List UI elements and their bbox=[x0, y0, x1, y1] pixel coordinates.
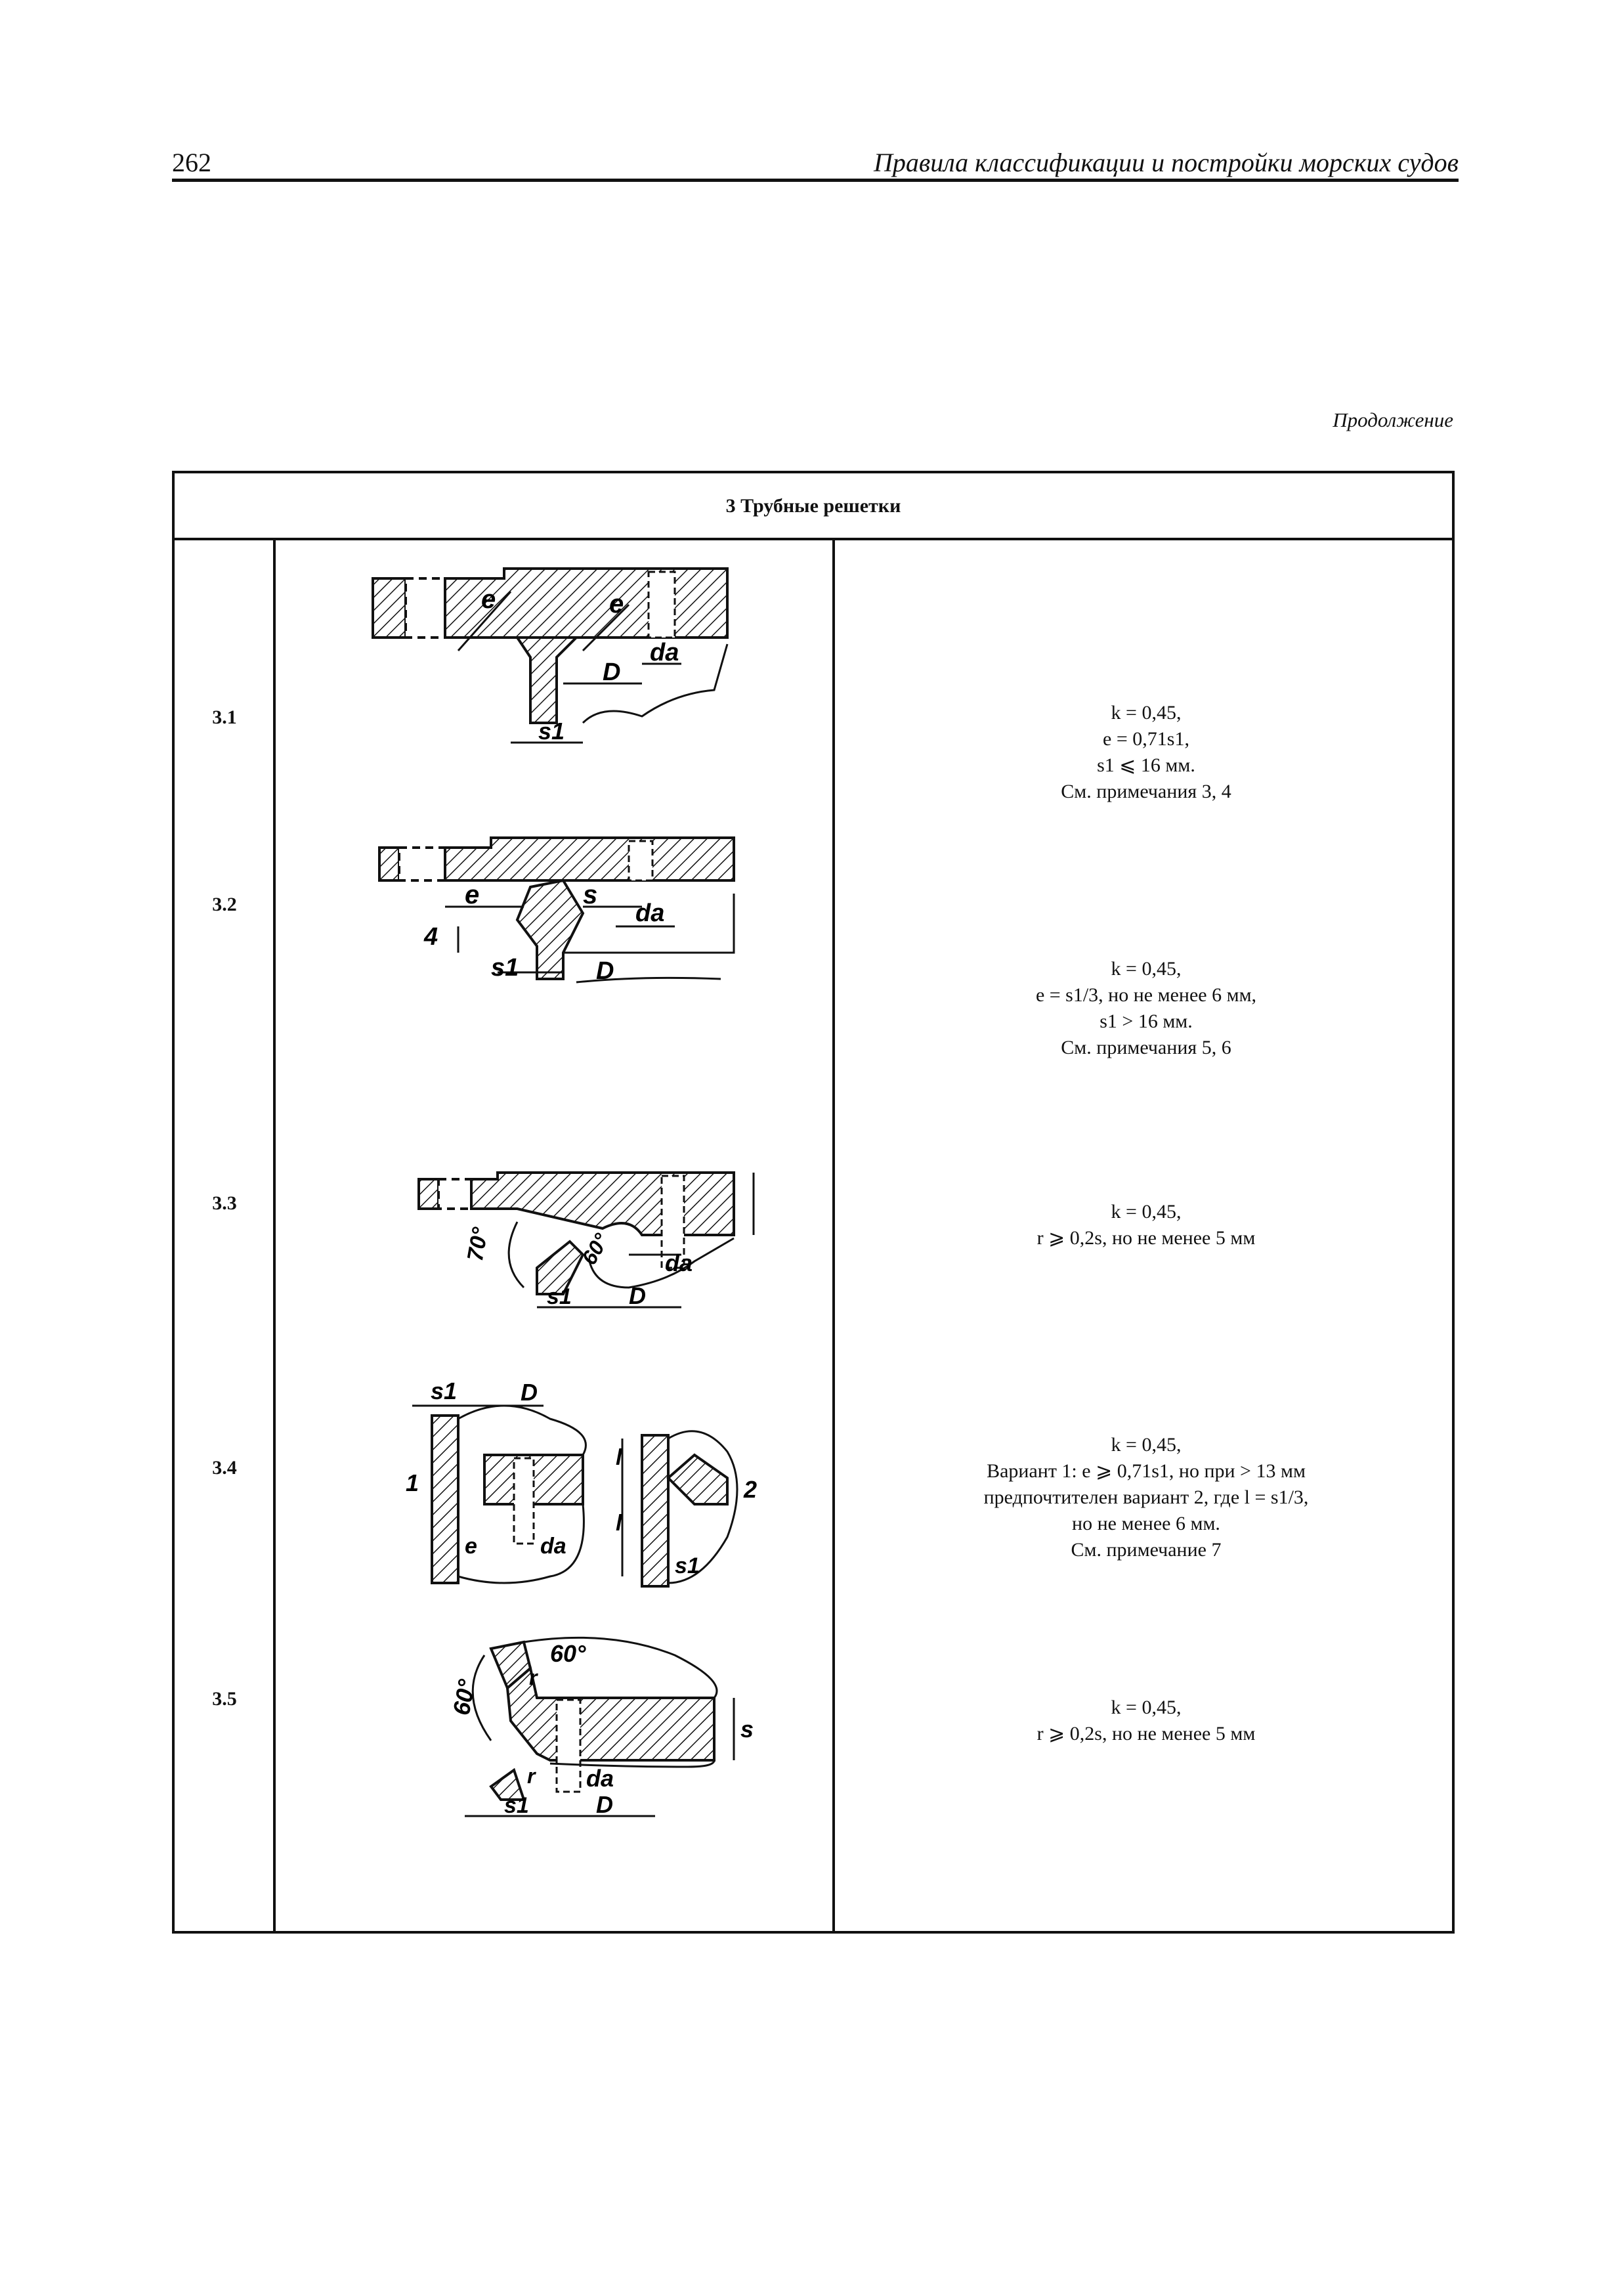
weld-sketch: e s da 4 s1 D bbox=[274, 815, 835, 1025]
requirements-table: 3 Трубные решетки 3.1 bbox=[172, 471, 1455, 1934]
running-title: Правила классификации и постройки морски… bbox=[873, 148, 1459, 177]
dim-label: e bbox=[481, 585, 496, 614]
dim-label: da bbox=[665, 1249, 693, 1276]
row-number: 3.3 bbox=[212, 1192, 237, 1214]
dim-label: l bbox=[616, 1445, 623, 1470]
requirement-line: k = 0,45, bbox=[1111, 958, 1182, 980]
page-number: 262 bbox=[172, 148, 211, 177]
weld-sketch: s 70° 60° da s1 D bbox=[274, 1156, 835, 1366]
dim-label: s1 bbox=[504, 1793, 529, 1818]
dim-label: D bbox=[521, 1379, 538, 1406]
requirement-line: e = 0,71s1, bbox=[1103, 728, 1189, 750]
dim-label: e bbox=[465, 880, 479, 909]
row-requirements: k = 0,45, r ⩾ 0,2s, но не менее 5 мм bbox=[838, 1199, 1455, 1251]
requirement-line: См. примечание 7 bbox=[1071, 1539, 1222, 1561]
dim-label: 60° bbox=[448, 1677, 480, 1717]
requirement-line: r ⩾ 0,2s, но не менее 5 мм bbox=[1036, 1723, 1256, 1744]
dim-label: s1 bbox=[431, 1379, 457, 1404]
weld-sketch: 60° r 60° s r da s1 D bbox=[274, 1622, 835, 1839]
dim-label: 4 bbox=[423, 923, 438, 951]
row-requirements: k = 0,45, r ⩾ 0,2s, но не менее 5 мм bbox=[838, 1695, 1455, 1747]
weld-sketch: s1 D 1 e da l l 2 s1 bbox=[274, 1379, 835, 1596]
table-title: 3 Трубные решетки bbox=[175, 473, 1452, 540]
requirement-line: k = 0,45, bbox=[1111, 1697, 1182, 1718]
row-number: 3.4 bbox=[212, 1457, 237, 1479]
continuation-label: Продолжение bbox=[1333, 408, 1453, 431]
weld-sketch: e e D da s1 bbox=[274, 552, 835, 762]
dim-label: s1 bbox=[491, 954, 519, 982]
dim-label: l bbox=[616, 1511, 623, 1536]
dim-label: D bbox=[629, 1282, 646, 1309]
requirement-line: предпочтителен вариант 2, где l = s1/3, bbox=[983, 1486, 1309, 1508]
dim-label: D bbox=[596, 1791, 613, 1818]
dim-label: 60° bbox=[550, 1640, 586, 1667]
row-requirements: k = 0,45, e = 0,71s1, s1 ⩽ 16 мм. См. пр… bbox=[838, 700, 1455, 805]
dim-label: s bbox=[740, 1716, 754, 1743]
dim-label: 2 bbox=[743, 1476, 757, 1503]
row-requirements: k = 0,45, Вариант 1: e ⩾ 0,71s1, но при … bbox=[838, 1432, 1455, 1563]
dim-label: s bbox=[583, 880, 597, 909]
dim-label: da bbox=[586, 1765, 614, 1792]
requirement-line: s1 ⩽ 16 мм. bbox=[1097, 754, 1195, 776]
dim-label: D bbox=[596, 957, 614, 985]
requirement-line: См. примечания 5, 6 bbox=[1061, 1037, 1231, 1058]
dim-label: s1 bbox=[547, 1284, 572, 1309]
requirement-line: r ⩾ 0,2s, но не менее 5 мм bbox=[1036, 1227, 1256, 1249]
row-requirements: k = 0,45, e = s1/3, но не менее 6 мм, s1… bbox=[838, 956, 1455, 1061]
dim-label: 1 bbox=[406, 1469, 419, 1496]
row-number: 3.2 bbox=[212, 894, 237, 915]
column-divider bbox=[832, 540, 835, 1931]
dim-label: s1 bbox=[538, 718, 565, 745]
dim-label: da bbox=[650, 639, 679, 666]
row-number: 3.5 bbox=[212, 1688, 237, 1710]
header-rule bbox=[172, 179, 1459, 182]
requirement-line: но не менее 6 мм. bbox=[1072, 1513, 1220, 1534]
dim-label: s1 bbox=[675, 1553, 700, 1578]
requirement-line: k = 0,45, bbox=[1111, 702, 1182, 724]
requirement-line: k = 0,45, bbox=[1111, 1201, 1182, 1223]
dim-label: da bbox=[540, 1534, 566, 1559]
dim-label: e bbox=[609, 590, 624, 618]
row-number: 3.1 bbox=[212, 706, 237, 728]
requirement-line: k = 0,45, bbox=[1111, 1434, 1182, 1456]
requirement-line: См. примечания 3, 4 bbox=[1061, 781, 1231, 802]
requirement-line: s1 > 16 мм. bbox=[1099, 1010, 1193, 1032]
dim-label: 70° bbox=[463, 1225, 493, 1263]
dim-label: r bbox=[527, 1764, 536, 1788]
dim-label: r bbox=[529, 1666, 538, 1689]
column-divider bbox=[273, 540, 276, 1931]
requirement-line: Вариант 1: e ⩾ 0,71s1, но при > 13 мм bbox=[987, 1460, 1306, 1482]
dim-label: da bbox=[635, 899, 664, 927]
dim-label: e bbox=[465, 1534, 477, 1559]
requirement-line: e = s1/3, но не менее 6 мм, bbox=[1035, 984, 1257, 1006]
dim-label: 60° bbox=[577, 1229, 613, 1268]
dim-label: D bbox=[603, 659, 620, 686]
page-header: 262 Правила классификации и постройки мо… bbox=[172, 147, 1459, 181]
